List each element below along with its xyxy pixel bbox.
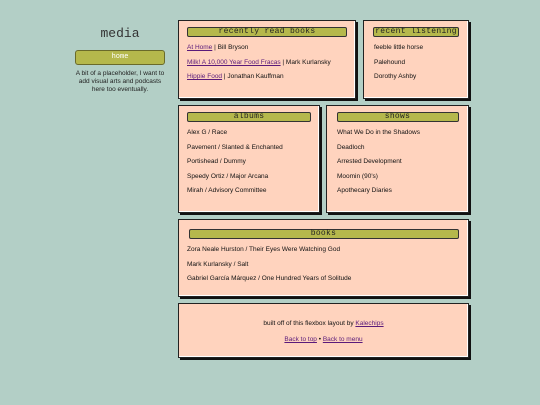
back-to-top-link[interactable]: Back to top bbox=[284, 336, 317, 343]
list-item: Alex G / Race bbox=[187, 129, 228, 136]
list-item: Mark Kurlansky / Salt bbox=[187, 260, 249, 268]
footer-credit: built off of this flexbox layout by Kale… bbox=[263, 320, 384, 327]
list-item: Pavement / Slanted & Enchanted bbox=[187, 143, 283, 151]
recent-listening-heading: recent listening bbox=[373, 27, 459, 37]
separator: • bbox=[316, 336, 323, 343]
list-item: Dorothy Ashby bbox=[374, 73, 417, 80]
books-panel: books Zora Neale Hurston / Their Eyes We… bbox=[178, 219, 469, 297]
book-link[interactable]: Milk! A 10,000 Year Food Fracas bbox=[187, 58, 281, 66]
credit-link[interactable]: Kalechips bbox=[355, 320, 384, 327]
back-to-menu-link[interactable]: Back to menu bbox=[322, 336, 363, 343]
list-item: Gabriel García Márquez / One Hundred Yea… bbox=[187, 275, 352, 282]
book-link[interactable]: Hippie Food bbox=[187, 73, 223, 80]
list-item: Arrested Development bbox=[337, 158, 402, 165]
page-title: media bbox=[100, 26, 140, 41]
book-link[interactable]: At Home bbox=[187, 44, 213, 51]
book-author: Mark Kurlansky bbox=[285, 58, 331, 66]
list-item: Moomin (90's) bbox=[337, 172, 378, 180]
list-item: Hippie Food | Jonathan Kauffman bbox=[187, 73, 284, 80]
footer-nav: Back to top • Back to menu bbox=[179, 335, 468, 344]
list-item: Zora Neale Hurston / Their Eyes Were Wat… bbox=[187, 246, 341, 253]
book-author: Bill Bryson bbox=[217, 44, 249, 51]
recent-listening-panel: recent listening feeble little horse Pal… bbox=[363, 20, 469, 99]
list-item: Mirah / Advisory Committee bbox=[187, 187, 267, 194]
sidebar-blurb: A bit of a placeholder, I want to add vi… bbox=[75, 70, 165, 93]
list-item: feeble little horse bbox=[374, 44, 424, 51]
list-item: Milk! A 10,000 Year Food Fracas | Mark K… bbox=[187, 58, 331, 66]
list-item: Apothecary Diaries bbox=[337, 187, 392, 194]
list-item: At Home | Bill Bryson bbox=[187, 44, 249, 51]
list-item: What We Do in the Shadows bbox=[337, 129, 420, 136]
book-author: Jonathan Kauffman bbox=[227, 73, 284, 80]
list-item: Portishead / Dummy bbox=[187, 158, 246, 165]
shows-heading: shows bbox=[336, 112, 459, 122]
list-item: Palehound bbox=[374, 58, 406, 66]
footer-panel: built off of this flexbox layout by Kale… bbox=[178, 303, 469, 358]
shows-panel: shows What We Do in the Shadows Deadloch… bbox=[326, 105, 469, 213]
list-item: Speedy Ortiz / Major Arcana bbox=[187, 172, 269, 180]
sidebar: media home A bit of a placeholder, I wan… bbox=[72, 26, 168, 94]
recently-read-heading: recently read books bbox=[187, 27, 347, 37]
albums-heading: albums bbox=[187, 112, 311, 122]
list-item: Deadloch bbox=[337, 143, 365, 151]
albums-panel: albums Alex G / Race Pavement / Slanted … bbox=[178, 105, 320, 213]
home-button[interactable]: home bbox=[75, 50, 165, 65]
books-heading: books bbox=[188, 229, 459, 239]
recently-read-panel: recently read books At Home | Bill Bryso… bbox=[178, 20, 356, 99]
